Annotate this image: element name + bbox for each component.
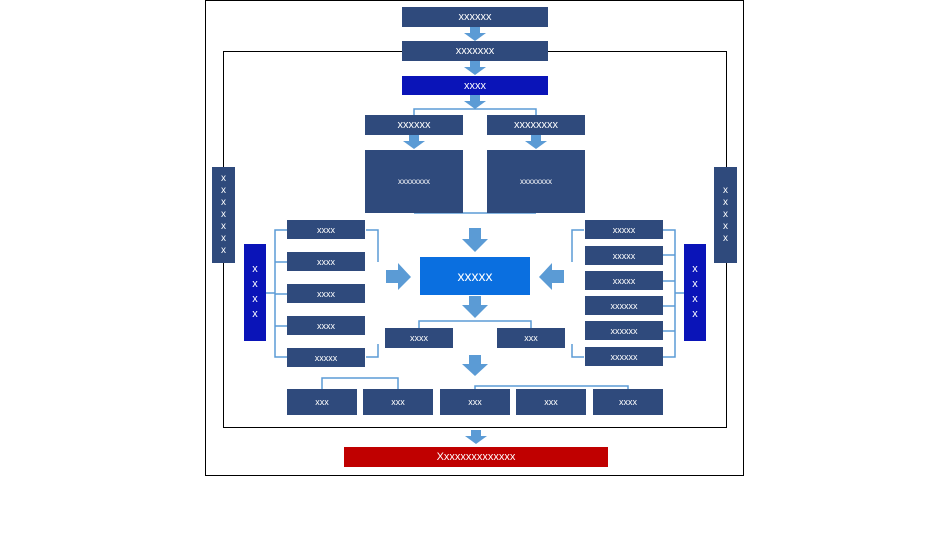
left-list-item: xxxx <box>287 284 365 303</box>
center-main-box: xxxxx <box>420 257 530 295</box>
bottom-row-box: xxx <box>440 389 510 415</box>
left-list-item: xxxx <box>287 316 365 335</box>
split-branch <box>413 108 537 115</box>
right-list-item: xxxxx <box>585 271 663 290</box>
arrow-1 <box>464 27 486 41</box>
sub-branch <box>418 320 532 328</box>
right-bracket-outer <box>663 229 676 358</box>
left-list-item: xxxx <box>287 220 365 239</box>
top-box-2: xxxxxxx <box>402 41 548 61</box>
right-list-item: xxxxx <box>585 246 663 265</box>
right-bracket-left <box>571 229 584 358</box>
bottom-row-box: xxx <box>363 389 433 415</box>
arrow-left-pointing <box>539 263 564 290</box>
bottom-branch-right <box>474 385 629 389</box>
arrow-right-split <box>525 135 547 149</box>
split-left-box: xxxxxx <box>365 115 463 135</box>
final-box: Xxxxxxxxxxxxxx <box>344 447 608 467</box>
left-list-item: xxxx <box>287 252 365 271</box>
arrow-left-split <box>403 135 425 149</box>
inner-left-side-box: xxxx <box>244 244 266 341</box>
split-right-box: xxxxxxxx <box>487 115 585 135</box>
left-bracket-ticks <box>275 261 287 327</box>
center-sub-left-box: xxxx <box>385 328 453 348</box>
center-sub-right-box: xxx <box>497 328 565 348</box>
right-list-item: xxxxx <box>585 220 663 239</box>
arrow-right-pointing <box>386 263 411 290</box>
arrow-center-sub <box>462 296 488 318</box>
bottom-row-box: xxx <box>287 389 357 415</box>
inner-right-side-box: xxxx <box>684 244 706 341</box>
bottom-row-box: xxxx <box>593 389 663 415</box>
top-box-1: xxxxxx <box>402 7 548 27</box>
arrow-3 <box>464 95 486 109</box>
outer-left-side-box: xxxxxxx <box>212 167 235 263</box>
arrow-center-down <box>462 228 488 252</box>
split-right-big-box: xxxxxxxx <box>487 150 585 213</box>
left-list-item: xxxxx <box>287 348 365 367</box>
arrow-2 <box>464 61 486 75</box>
arrow-to-final <box>465 430 487 444</box>
right-bracket-ticks <box>663 254 675 332</box>
right-list-item: xxxxxx <box>585 347 663 366</box>
left-bracket-right <box>366 229 379 358</box>
split-left-big-box: xxxxxxxx <box>365 150 463 213</box>
outer-frame <box>205 0 744 476</box>
bottom-branch-left <box>321 377 399 389</box>
right-list-item: xxxxxx <box>585 321 663 340</box>
right-list-item: xxxxxx <box>585 296 663 315</box>
outer-right-side-box: xxxxx <box>714 167 737 263</box>
top-box-3: xxxx <box>402 76 548 95</box>
bottom-row-box: xxx <box>516 389 586 415</box>
arrow-to-bottom <box>462 355 488 376</box>
